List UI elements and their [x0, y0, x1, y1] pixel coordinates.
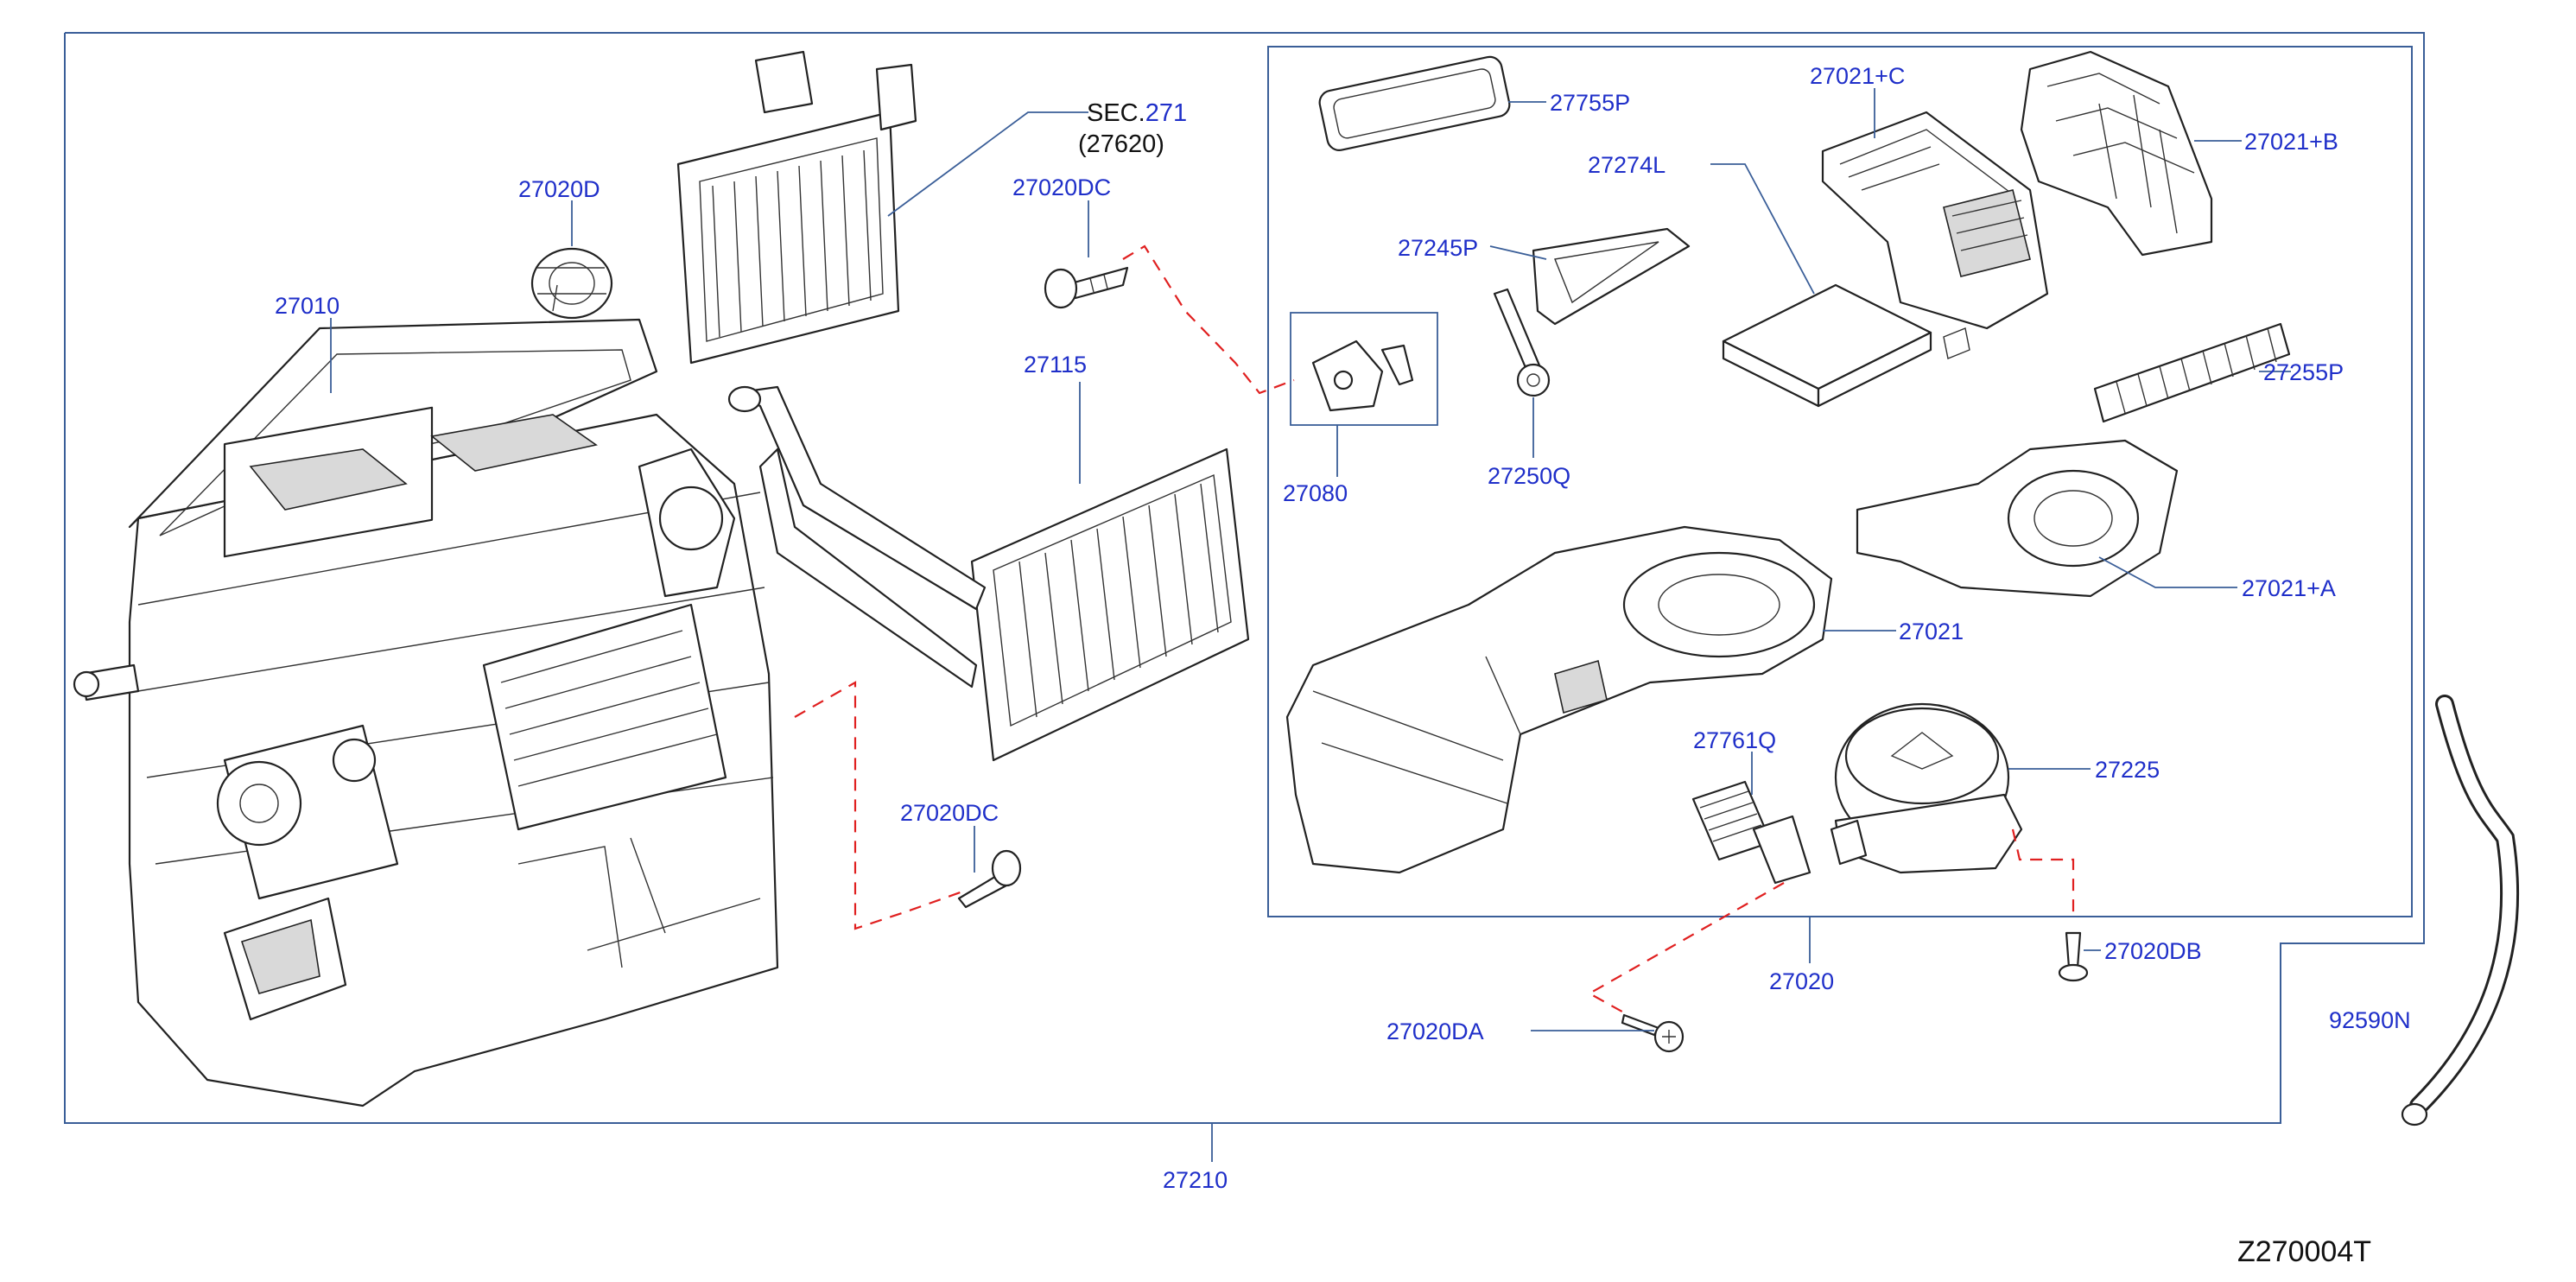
actuator-27020D-drawing [530, 247, 613, 320]
label-27210: 27210 [1163, 1167, 1228, 1193]
label-27755P: 27755P [1550, 90, 1630, 116]
leader-27274L [1710, 163, 1815, 295]
leader-27021A [2098, 556, 2237, 588]
screw-27020DB-drawing [2058, 931, 2089, 982]
label-27274L: 27274L [1588, 152, 1666, 178]
label-27761Q: 27761Q [1693, 727, 1776, 753]
heater-core-drawing [727, 385, 1250, 762]
label-27225: 27225 [2095, 757, 2160, 783]
clip-27020DC-top-drawing [1044, 266, 1129, 309]
actuator-27080-drawing [1311, 340, 1414, 412]
resistor-27761Q-drawing [1691, 780, 1811, 885]
outer-assembly-frame [64, 32, 2425, 1124]
label-27020DA: 27020DA [1386, 1019, 1484, 1044]
hidden-line-clip-bottom [794, 681, 968, 930]
label-27115: 27115 [1024, 352, 1087, 378]
diagram-code: Z270004T [2237, 1235, 2371, 1268]
label-27021: 27021 [1899, 619, 1964, 644]
seal-27755P-drawing [1318, 55, 1511, 151]
hose-92590N-drawing [2401, 695, 2520, 1127]
label-27245P: 27245P [1398, 235, 1478, 261]
label-sec271: SEC.271 [1087, 99, 1187, 127]
actuator-27080-box [1290, 312, 1438, 426]
evaporator-drawing [676, 50, 917, 365]
clip-27020DC-bottom-drawing [957, 849, 1022, 909]
label-27255P: 27255P [2263, 359, 2344, 385]
label-27021B: 27021+B [2244, 129, 2338, 155]
label-27020DB: 27020DB [2104, 938, 2202, 964]
hidden-line-screw-da [1587, 882, 1785, 1016]
leader-sec271 [887, 111, 1088, 217]
blower-subassembly-frame [1267, 46, 2413, 917]
label-27021A: 27021+A [2242, 575, 2336, 601]
case-27021A-drawing [1856, 439, 2179, 598]
label-27020DC-bottom: 27020DC [900, 800, 999, 826]
door-27245P-drawing [1532, 227, 1691, 326]
label-27020D: 27020D [518, 176, 600, 202]
label-sec-sub: (27620) [1078, 130, 1164, 158]
leader-27245P [1489, 245, 1547, 260]
hidden-line-clip-top [1122, 244, 1295, 395]
label-27250Q: 27250Q [1488, 463, 1570, 489]
label-27010: 27010 [275, 293, 339, 319]
heater-unit-drawing [73, 318, 779, 1107]
label-27020DC-top: 27020DC [1012, 175, 1111, 200]
grille-27255P-drawing [2093, 322, 2291, 423]
label-27020: 27020 [1769, 968, 1834, 994]
link-27250Q-drawing [1493, 288, 1551, 397]
blower-motor-27225-drawing [1830, 702, 2023, 874]
filter-27274L-drawing [1722, 283, 1970, 408]
label-sec-prefix: SEC. [1087, 99, 1145, 127]
label-92590N: 92590N [2329, 1007, 2411, 1033]
label-sec-number[interactable]: 271 [1145, 99, 1187, 127]
case-27021B-drawing [2020, 50, 2213, 257]
hidden-line-screw-db [2011, 828, 2075, 920]
case-27021-drawing [1285, 525, 1833, 874]
label-27080: 27080 [1283, 480, 1348, 506]
screw-27020DA-drawing [1621, 1013, 1685, 1053]
case-27021C-drawing [1821, 111, 2049, 330]
label-27021C: 27021+C [1810, 63, 1905, 89]
